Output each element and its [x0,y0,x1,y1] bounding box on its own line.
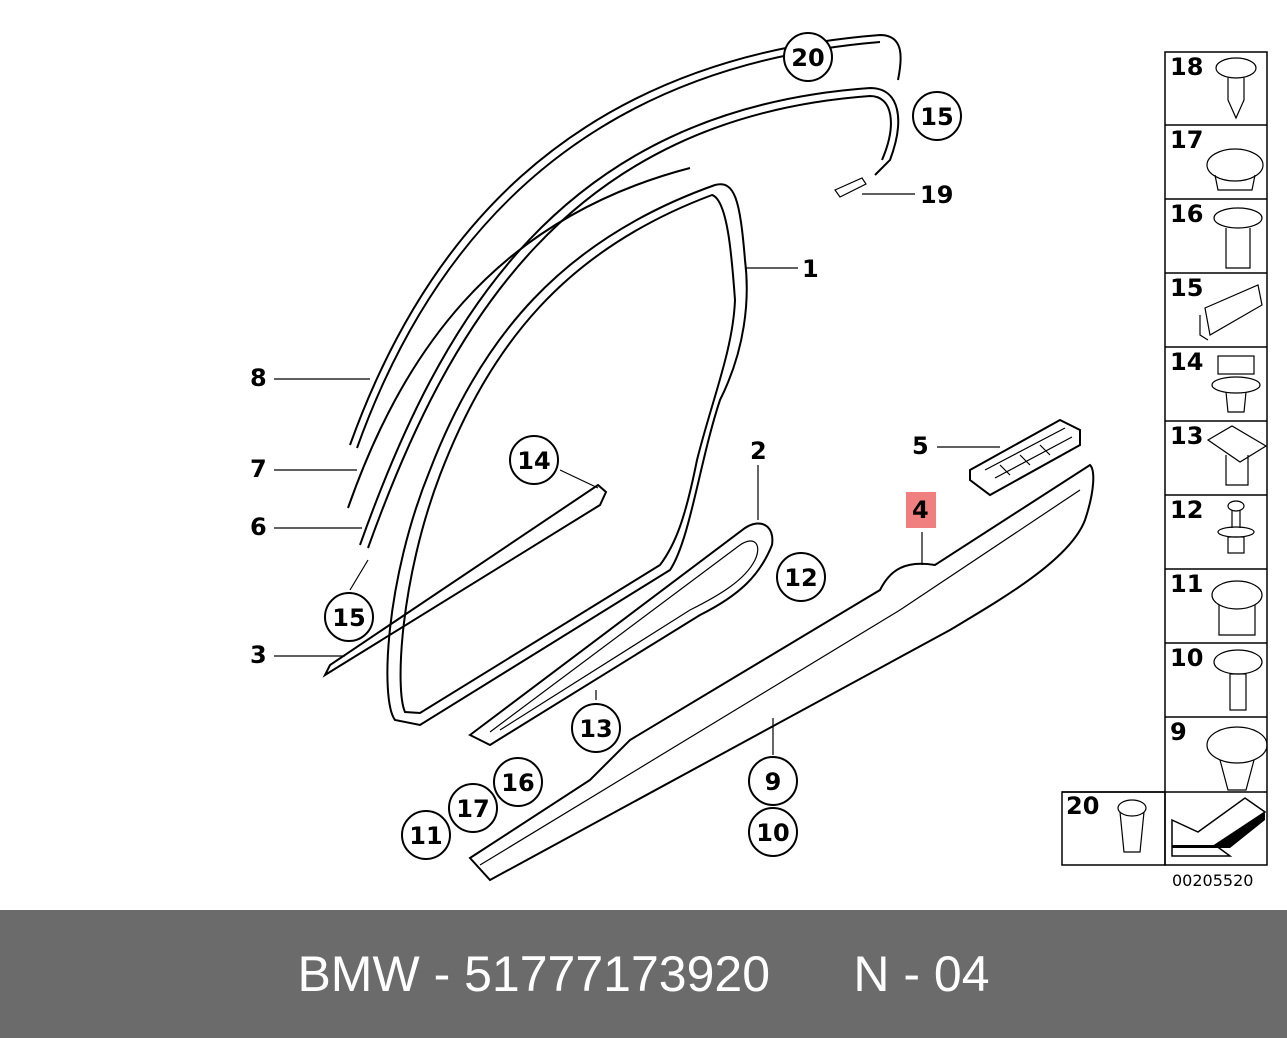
highlight-box [906,492,936,528]
parts-diagram: 1 2 3 5 6 7 8 19 4 20 15 14 15 12 13 16 … [250,32,1268,890]
svg-text:11: 11 [409,822,442,850]
cell-label-14: 14 [1170,348,1203,376]
callout-15-lower: 15 [324,592,374,642]
label-8: 8 [250,364,267,392]
callout-15: 15 [912,91,962,141]
screw-icon [1215,57,1257,120]
part-4-side-skirt [468,463,1095,882]
fastener-icons [1117,57,1268,853]
bolt-icon [1213,649,1263,711]
svg-text:16: 16 [501,769,534,797]
cell-label-17: 17 [1170,126,1203,154]
label-4-highlighted[interactable]: 4 [912,496,929,524]
footer-position: N - 04 [853,946,990,1002]
svg-text:13: 13 [579,715,612,743]
cell-label-9: 9 [1170,718,1187,746]
label-5: 5 [912,432,929,460]
svg-text:15: 15 [920,103,953,131]
callout-10: 10 [748,807,798,857]
nut-clip-icon [1206,425,1268,486]
grommet-icon [1211,580,1263,636]
footer-separator: - [433,946,451,1002]
cell-label-13: 13 [1170,422,1203,450]
rivet-icon [1217,500,1255,554]
label-2: 2 [750,437,767,465]
parts-side-panel: 18 17 16 15 14 13 12 11 10 9 20 00 [1061,51,1268,890]
svg-text:20: 20 [791,44,824,72]
cell-label-15: 15 [1170,274,1203,302]
callout-14: 14 [509,435,559,485]
label-7: 7 [250,455,267,483]
callout-16: 16 [493,757,543,807]
svg-text:9: 9 [765,768,782,796]
cell-label-11: 11 [1170,570,1203,598]
expanding-clip-icon [1211,355,1261,413]
callout-12: 12 [776,552,826,602]
cell-label-18: 18 [1170,53,1203,81]
svg-text:10: 10 [756,819,789,847]
cell-label-10: 10 [1170,644,1203,672]
clip-icon [1213,207,1263,269]
cell-label-16: 16 [1170,200,1203,228]
part-20-roof-strip [349,33,902,449]
callout-20: 20 [783,32,833,82]
svg-text:12: 12 [784,564,817,592]
label-6: 6 [250,513,267,541]
plug-icon [1206,148,1264,191]
arrow-icon [1171,797,1267,857]
part-5-bracket [969,418,1081,497]
part-7-strip [347,167,691,509]
part-1-door-seal [386,183,748,727]
svg-text:17: 17 [456,795,489,823]
callout-13: 13 [571,703,621,753]
part-2-sill-trim [468,522,774,747]
footer-part-number: 51777173920 [464,946,771,1002]
part-19-clip [834,177,867,198]
svg-text:15: 15 [332,604,365,632]
grommet-20-icon [1117,799,1147,853]
cell-label-20: 20 [1066,792,1099,820]
callout-9: 9 [748,756,798,806]
label-3: 3 [250,641,267,669]
diagram-reference-number: 00205520 [1172,871,1253,890]
part-15-roof-channel [359,86,900,549]
footer-brand: BMW [297,946,420,1002]
bracket-clip-icon [1199,284,1263,341]
part-3-strip [322,483,608,678]
circled-labels: 20 15 14 15 12 13 16 17 11 9 10 [324,32,962,860]
label-1: 1 [802,255,819,283]
callout-17: 17 [448,783,498,833]
leader-lines [274,193,1000,755]
cell-label-12: 12 [1170,496,1203,524]
push-rivet-icon [1206,726,1268,791]
label-19: 19 [920,181,953,209]
callout-11: 11 [401,810,451,860]
footer-bar: BMW - 51777173920 N - 04 [0,910,1287,1038]
svg-text:14: 14 [517,447,550,475]
